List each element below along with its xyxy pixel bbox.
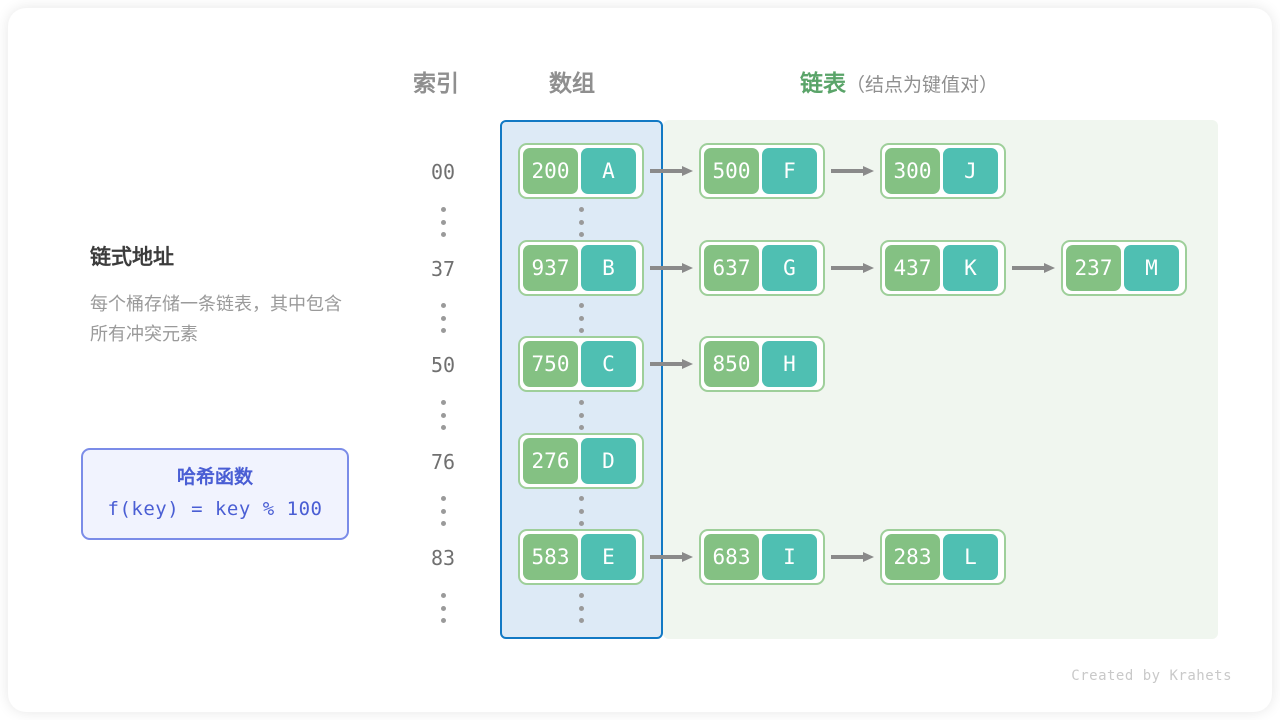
arrow-shaft <box>650 169 682 173</box>
array-ellipsis <box>576 207 586 237</box>
hash-function-formula: f(key) = key % 100 <box>107 498 323 520</box>
kv-node-value: J <box>943 148 998 194</box>
kv-node-key: 437 <box>885 245 940 291</box>
description-body: 每个桶存储一条链表，其中包含所有冲突元素 <box>90 294 342 344</box>
chain-arrow-83-1 <box>831 552 874 562</box>
bucket-index-label: 50 <box>430 353 456 377</box>
hash-function-box: 哈希函数 f(key) = key % 100 <box>81 448 349 540</box>
arrow-shaft <box>650 555 682 559</box>
chain-arrow-50-0 <box>650 359 693 369</box>
kv-node-key: 750 <box>523 341 578 387</box>
kv-node-key: 637 <box>704 245 759 291</box>
kv-node-key: 200 <box>523 148 578 194</box>
bucket-index-label: 76 <box>430 450 456 474</box>
kv-node-value: L <box>943 534 998 580</box>
description-title: 链式地址 <box>90 246 174 269</box>
kv-node-value: A <box>581 148 636 194</box>
array-ellipsis <box>576 400 586 430</box>
array-ellipsis <box>576 496 586 526</box>
kv-node-value: K <box>943 245 998 291</box>
kv-node-value: E <box>581 534 636 580</box>
index-ellipsis <box>438 303 448 333</box>
arrow-shaft <box>650 266 682 270</box>
kv-node-key: 237 <box>1066 245 1121 291</box>
arrow-head <box>863 166 874 176</box>
credit-text: Created by Krahets <box>1071 668 1232 684</box>
chain-arrow-37-2 <box>1012 263 1055 273</box>
kv-node-value: D <box>581 438 636 484</box>
kv-node-key: 583 <box>523 534 578 580</box>
hash-function-title: 哈希函数 <box>176 467 253 488</box>
arrow-shaft <box>831 555 863 559</box>
kv-node-value: M <box>1124 245 1179 291</box>
arrow-head <box>682 359 693 369</box>
kv-node-value: G <box>762 245 817 291</box>
kv-node-key: 683 <box>704 534 759 580</box>
bucket-index-label: 00 <box>430 160 456 184</box>
index-ellipsis <box>438 593 448 623</box>
arrow-head <box>1044 263 1055 273</box>
bucket-index-label: 83 <box>430 546 456 570</box>
arrow-head <box>682 263 693 273</box>
array-ellipsis <box>576 303 586 333</box>
array-ellipsis <box>576 593 586 623</box>
arrow-shaft <box>831 266 863 270</box>
index-ellipsis <box>438 207 448 237</box>
kv-node-value: I <box>762 534 817 580</box>
arrow-shaft <box>650 362 682 366</box>
header-linked-list-main: 链表 <box>800 70 846 96</box>
header-linked-list: 链表（结点为键值对） <box>800 64 998 98</box>
arrow-head <box>863 552 874 562</box>
arrow-head <box>863 263 874 273</box>
kv-node-key: 276 <box>523 438 578 484</box>
diagram-card: 索引 数组 链表（结点为键值对） 链式地址 每个桶存储一条链表，其中包含所有冲突… <box>8 8 1272 712</box>
kv-node-value: F <box>762 148 817 194</box>
header-index: 索引 <box>413 70 459 96</box>
kv-node-key: 283 <box>885 534 940 580</box>
kv-node-value: B <box>581 245 636 291</box>
kv-node-key: 500 <box>704 148 759 194</box>
kv-node-value: H <box>762 341 817 387</box>
kv-node-key: 850 <box>704 341 759 387</box>
arrow-shaft <box>1012 266 1044 270</box>
kv-node-value: C <box>581 341 636 387</box>
header-array: 数组 <box>549 70 595 96</box>
chain-arrow-37-0 <box>650 263 693 273</box>
bucket-index-label: 37 <box>430 257 456 281</box>
chain-arrow-00-0 <box>650 166 693 176</box>
kv-node-key: 300 <box>885 148 940 194</box>
chain-arrow-00-1 <box>831 166 874 176</box>
arrow-head <box>682 552 693 562</box>
index-ellipsis <box>438 400 448 430</box>
index-ellipsis <box>438 496 448 526</box>
kv-node-key: 937 <box>523 245 578 291</box>
chain-arrow-83-0 <box>650 552 693 562</box>
arrow-head <box>682 166 693 176</box>
arrow-shaft <box>831 169 863 173</box>
chain-arrow-37-1 <box>831 263 874 273</box>
header-linked-list-sub: （结点为键值对） <box>846 75 999 96</box>
